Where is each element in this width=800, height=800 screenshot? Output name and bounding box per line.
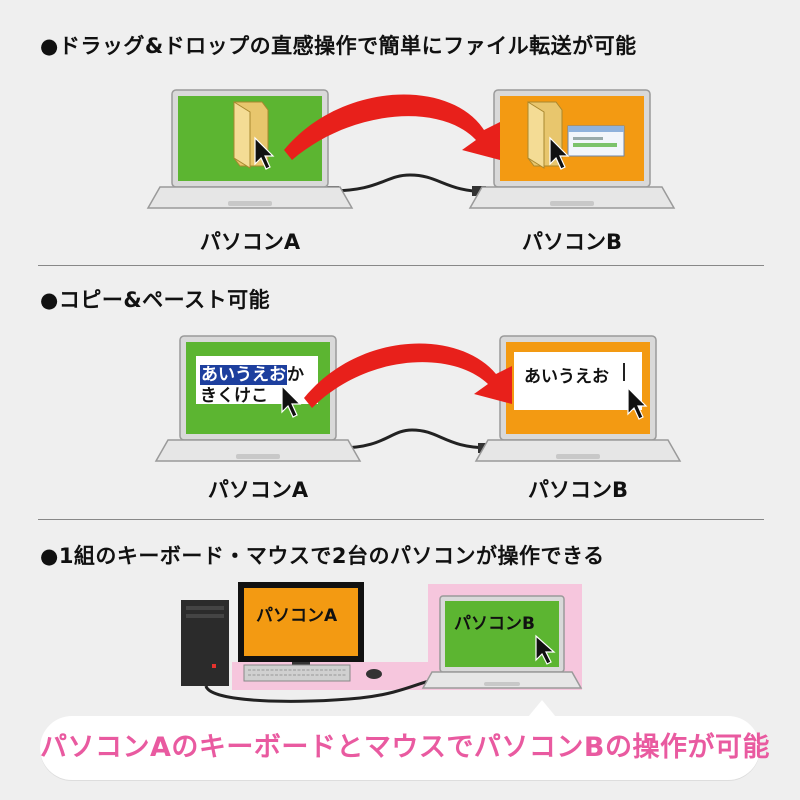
callout-tail [528, 700, 556, 717]
pc-b-label: パソコンB [521, 230, 622, 254]
pc-a-label: パソコンA [207, 478, 309, 502]
usb-cable-icon [204, 676, 441, 703]
divider-1 [38, 265, 764, 266]
cursor-icon [254, 136, 275, 170]
pc-b-label: パソコンB [527, 478, 628, 502]
monitor-a-screen [244, 588, 358, 656]
cursor-icon [535, 634, 556, 665]
drag-drop-scene [146, 89, 676, 209]
usb-cable-icon [329, 173, 491, 194]
pc-a-label: パソコンA [199, 230, 301, 254]
callout-text: パソコンAのキーボードとマウスでパソコンBの操作が可能 [40, 732, 770, 763]
laptop-b-label: パソコンB [454, 614, 535, 634]
desktop-tower-icon [181, 600, 229, 686]
laptop-a [146, 89, 354, 209]
selected-text: あいうえお [200, 365, 287, 385]
pasted-text: あいうえお [524, 367, 609, 387]
paste-text-box [514, 352, 642, 410]
curved-arrow-icon [304, 343, 512, 408]
section-title-copy-paste: ●コピー&ペースト可能 [40, 288, 271, 312]
mouse-icon [366, 669, 382, 679]
text-caret-icon [623, 363, 625, 381]
usb-cable-icon [339, 428, 491, 450]
section-title-keyboard-mouse: ●1組のキーボード・マウスで2台のパソコンが操作できる [40, 544, 605, 568]
monitor-a-label: パソコンA [256, 606, 338, 626]
callout-bubble: パソコンAのキーボードとマウスでパソコンBの操作が可能 [40, 716, 770, 780]
cursor-icon [549, 136, 570, 170]
cursor-icon [627, 386, 648, 420]
section-title-drag-drop: ●ドラッグ&ドロップの直感操作で簡単にファイル転送が可能 [40, 34, 637, 58]
dialog-window-icon [567, 125, 625, 157]
laptop-b [468, 89, 676, 209]
copy-paste-scene [154, 335, 682, 462]
laptop-b-base [468, 186, 676, 209]
curved-arrow-icon [284, 94, 500, 160]
laptop-a-base [146, 186, 354, 209]
laptop-b [474, 335, 682, 462]
cursor-icon [281, 384, 302, 418]
source-text-line2: きくけこ [200, 386, 268, 406]
monitor-a [238, 582, 364, 675]
source-text-line1: あいうえおか [200, 360, 304, 385]
divider-2 [38, 519, 764, 520]
keyboard-icon [243, 664, 351, 682]
unselected-text: か [287, 365, 304, 385]
kvm-scene [181, 582, 583, 703]
